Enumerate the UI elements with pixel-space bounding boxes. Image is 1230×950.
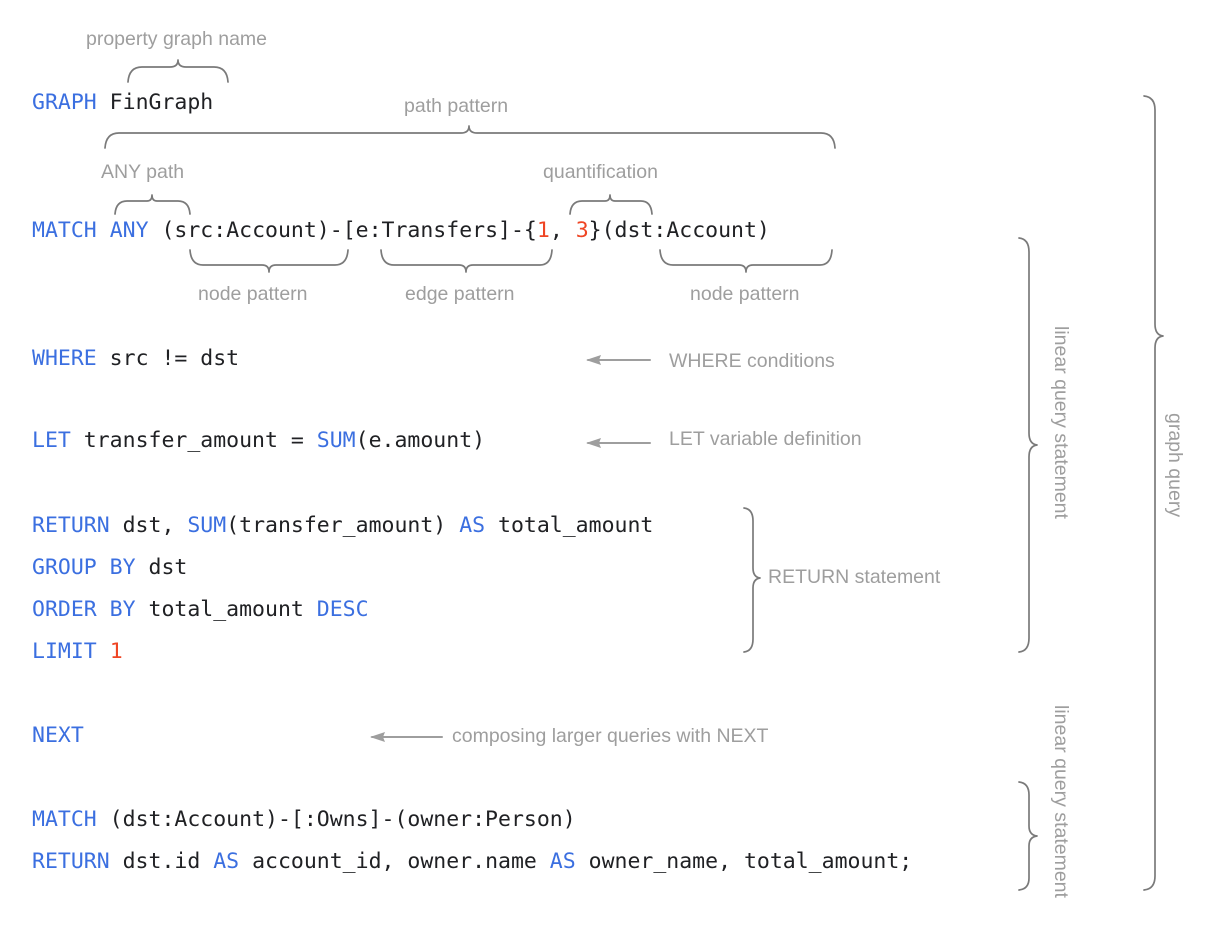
brace-return-statement [743, 507, 761, 653]
brace-node-pattern-1 [189, 249, 349, 273]
code-line-next: NEXT [32, 723, 84, 749]
label-node-pattern-1: node pattern [198, 283, 308, 305]
brace-any-path [114, 194, 191, 215]
keyword-order-by: ORDER BY [32, 597, 136, 622]
code-line-graph: GRAPH FinGraph [32, 90, 213, 116]
brace-graph-query [1143, 95, 1164, 891]
order-by-key: total_amount [135, 597, 317, 622]
label-path-pattern: path pattern [404, 95, 509, 117]
return-2-item-1: dst.id [109, 849, 214, 874]
code-line-order-by: ORDER BY total_amount DESC [32, 597, 369, 623]
keyword-return: RETURN [32, 513, 110, 538]
code-line-match-2: MATCH (dst:Account)-[:Owns]-(owner:Perso… [32, 807, 576, 833]
keyword-match: MATCH [32, 218, 97, 243]
return-2-item-2: account_id, owner.name [239, 849, 550, 874]
code-line-let: LET transfer_amount = SUM(e.amount) [32, 428, 485, 454]
label-let-variable-definition: LET variable definition [669, 428, 862, 450]
return-sum-args: (transfer_amount) [226, 513, 460, 538]
limit-value: 1 [109, 639, 123, 664]
label-where-conditions: WHERE conditions [669, 350, 835, 372]
arrow-let-variable-definition [586, 438, 651, 448]
let-variable: transfer_amount = [70, 428, 317, 453]
keyword-as-2b: AS [549, 849, 576, 874]
keyword-return-2: RETURN [32, 849, 110, 874]
match-pattern-pre: (src:Account)-[e:Transfers]-{ [148, 218, 537, 243]
keyword-group-by: GROUP BY [32, 555, 136, 580]
return-2-item-3: owner_name, total_amount; [575, 849, 913, 874]
label-quantification: quantification [543, 161, 658, 183]
keyword-match-2: MATCH [32, 807, 97, 832]
keyword-limit: LIMIT [32, 639, 97, 664]
function-sum: SUM [316, 428, 356, 453]
keyword-as-2a: AS [213, 849, 240, 874]
label-property-graph-name: property graph name [86, 28, 268, 50]
label-edge-pattern: edge pattern [405, 283, 515, 305]
brace-edge-pattern [380, 249, 553, 273]
graph-name-text: FinGraph [96, 90, 214, 115]
label-graph-query: graph query [1164, 413, 1186, 518]
match-2-pattern: (dst:Account)-[:Owns]-(owner:Person) [96, 807, 576, 832]
keyword-where: WHERE [32, 346, 97, 371]
quantifier-lower-bound: 1 [536, 218, 550, 243]
label-any-path: ANY path [101, 161, 185, 183]
code-line-return: RETURN dst, SUM(transfer_amount) AS tota… [32, 513, 653, 539]
keyword-next: NEXT [32, 723, 84, 748]
brace-node-pattern-2 [659, 249, 833, 273]
return-items-1: dst, [109, 513, 188, 538]
keyword-graph: GRAPH [32, 90, 97, 115]
brace-quantification [569, 194, 653, 215]
label-linear-query-statement-1: linear query statement [1050, 326, 1072, 519]
match-pattern-post: }(dst:Account) [588, 218, 770, 243]
match-space [97, 218, 110, 243]
code-line-limit: LIMIT 1 [32, 639, 123, 665]
brace-path-pattern [104, 125, 836, 149]
label-return-statement: RETURN statement [768, 566, 941, 588]
let-expression: (e.amount) [355, 428, 486, 453]
brace-linear-query-statement-2 [1018, 781, 1038, 891]
arrow-composing-next [370, 732, 443, 742]
keyword-as: AS [459, 513, 486, 538]
brace-property-graph-name [127, 59, 229, 83]
function-sum-return: SUM [187, 513, 227, 538]
code-line-match: MATCH ANY (src:Account)-[e:Transfers]-{1… [32, 218, 770, 244]
keyword-desc: DESC [316, 597, 369, 622]
group-by-key: dst [135, 555, 188, 580]
code-line-return-2: RETURN dst.id AS account_id, owner.name … [32, 849, 912, 875]
limit-space [97, 639, 110, 664]
label-linear-query-statement-2: linear query statement [1050, 705, 1072, 898]
label-node-pattern-2: node pattern [690, 283, 800, 305]
keyword-any: ANY [109, 218, 149, 243]
code-line-where: WHERE src != dst [32, 346, 239, 372]
quantifier-separator: , [549, 218, 576, 243]
keyword-let: LET [32, 428, 71, 453]
arrow-where-conditions [586, 355, 651, 365]
where-expression: src != dst [96, 346, 240, 371]
return-alias: total_amount [485, 513, 654, 538]
label-composing-next: composing larger queries with NEXT [452, 725, 769, 747]
quantifier-upper-bound: 3 [575, 218, 589, 243]
code-line-group-by: GROUP BY dst [32, 555, 187, 581]
brace-linear-query-statement-1 [1018, 237, 1038, 653]
